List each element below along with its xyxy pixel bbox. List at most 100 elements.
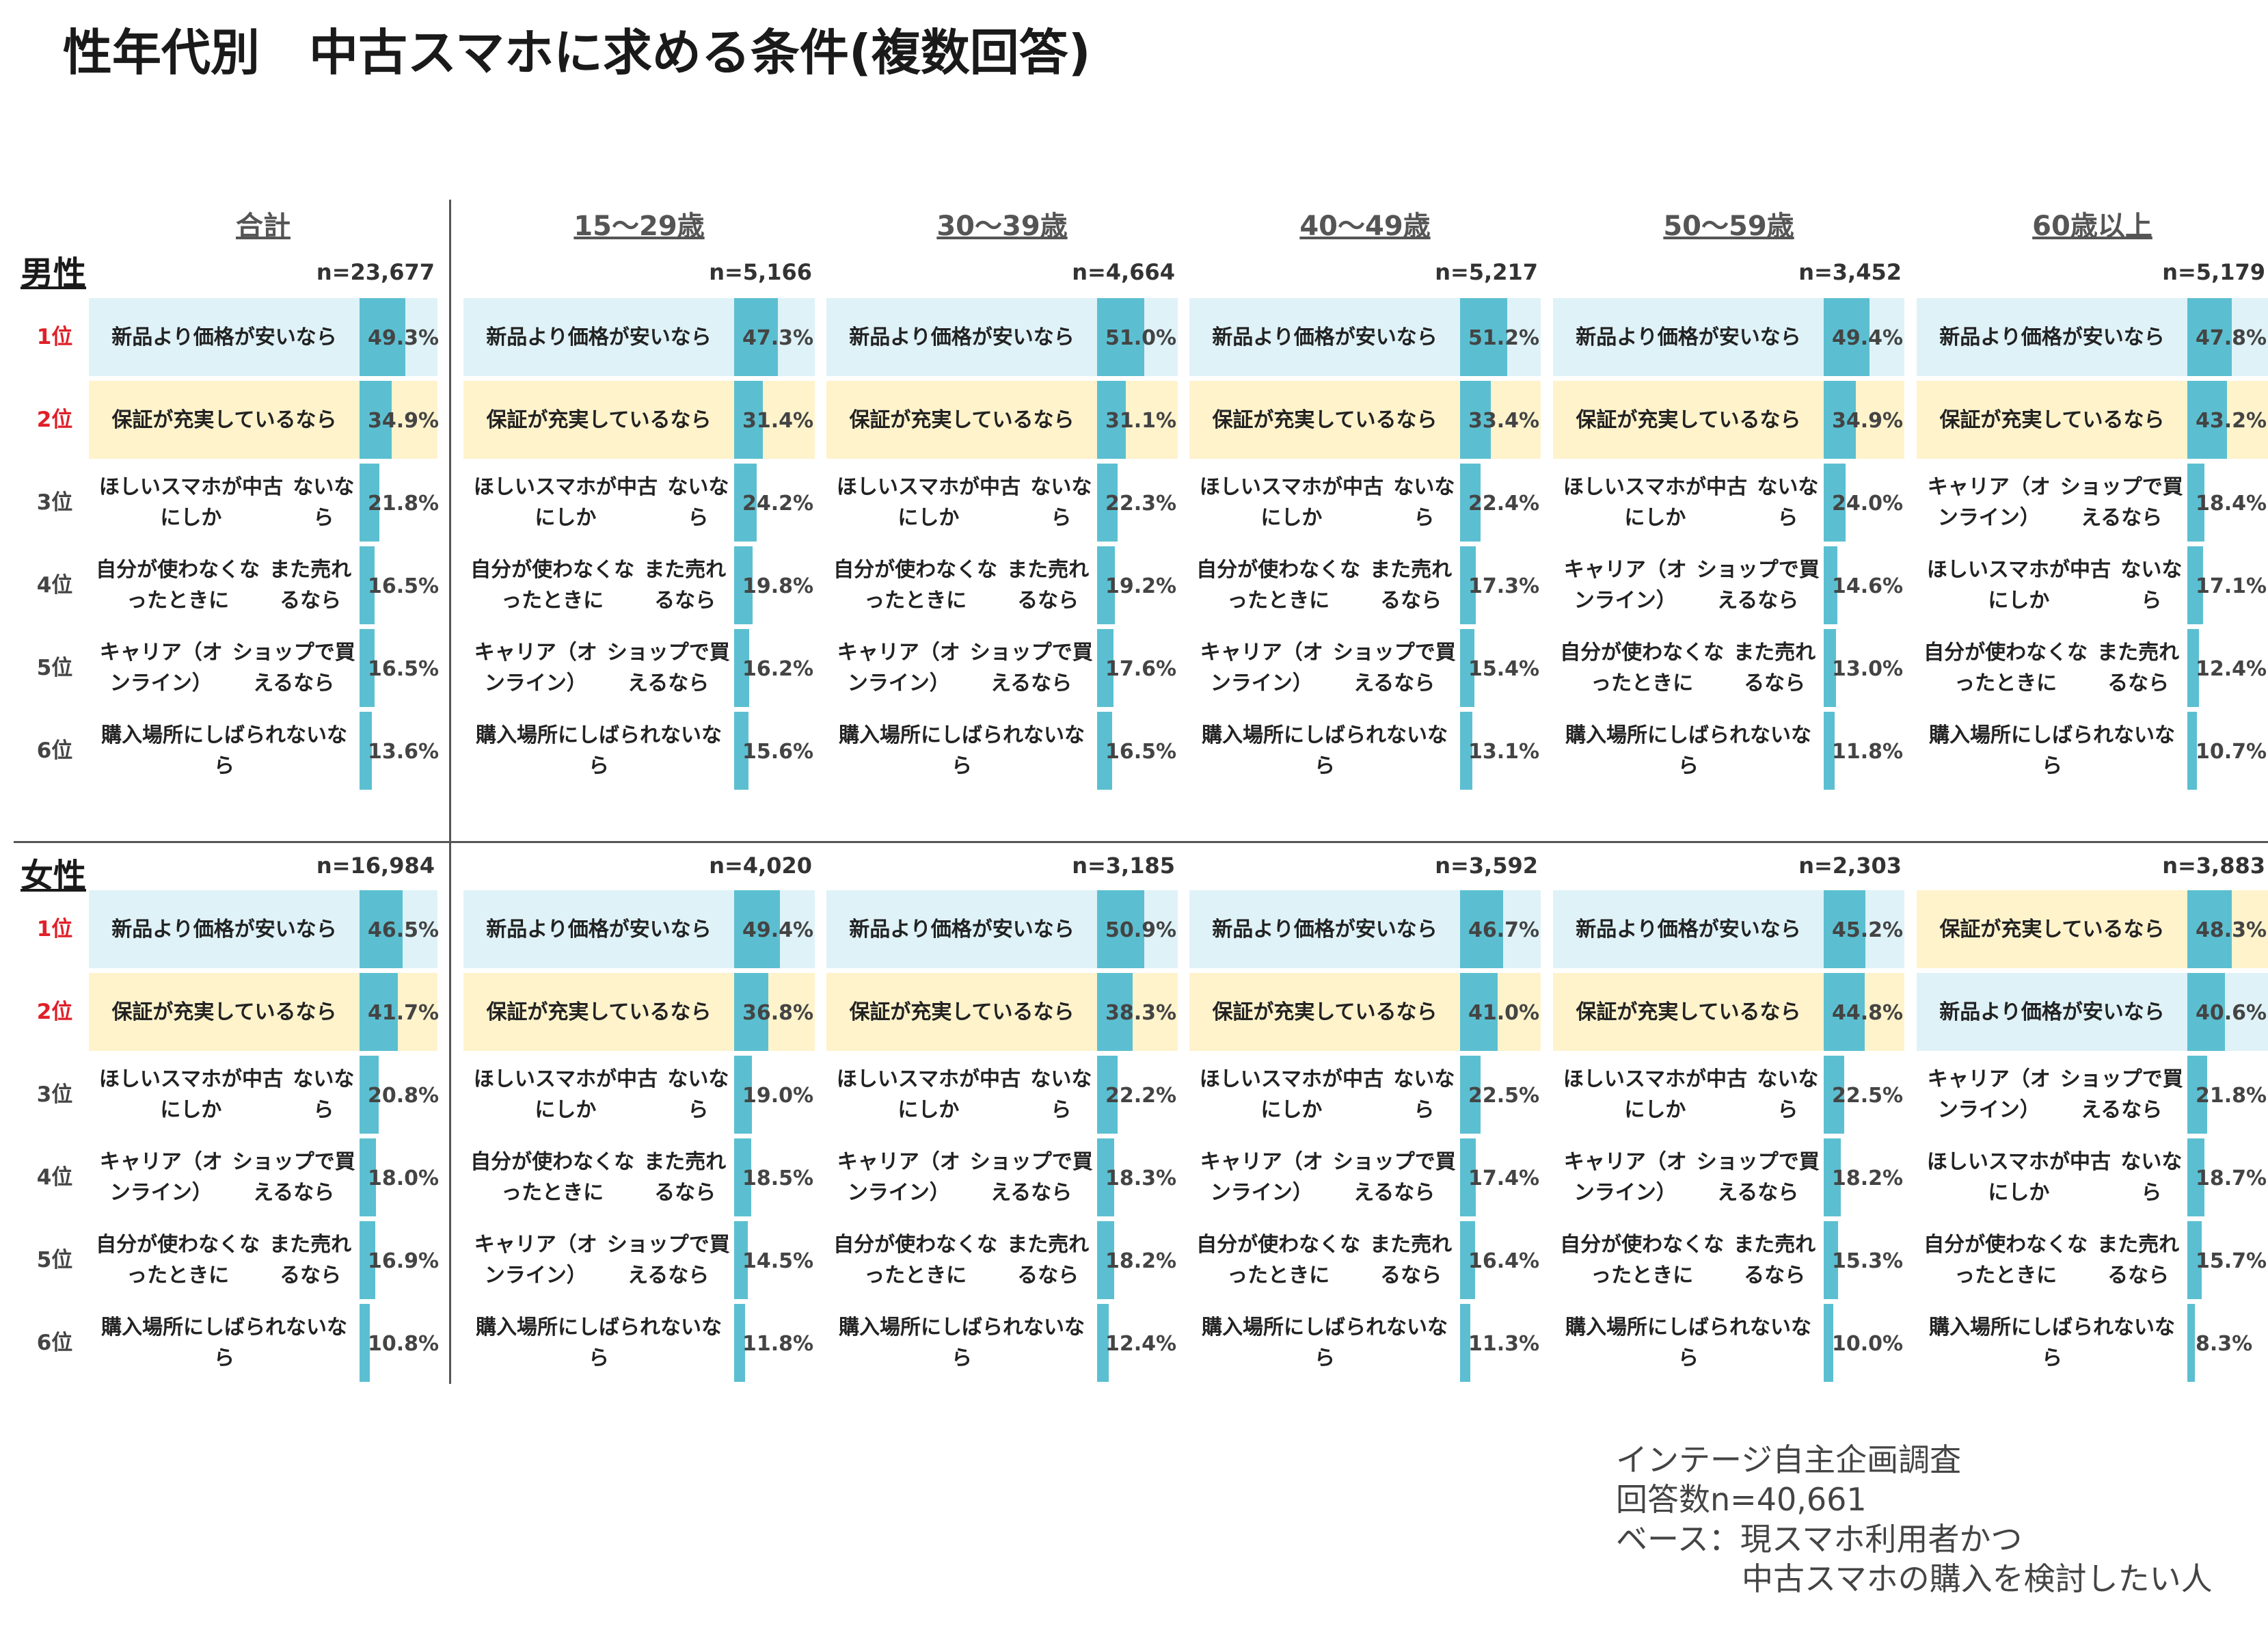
item-label-line: キャリア（オンライン） <box>474 1233 597 1287</box>
item-label-line: また売れるなら <box>1007 558 1090 613</box>
item-label-line: ショップで買えるなら <box>232 641 355 695</box>
value-label: 18.5% <box>742 1166 814 1190</box>
value-label: 18.0% <box>368 1166 440 1190</box>
item-label: 購入場所にしばられないなら <box>1202 723 1448 778</box>
rank-label: 4位 <box>36 573 73 598</box>
column-header: 40～49歳 <box>1299 211 1431 242</box>
item-label: 自分が使わなくなったときにまた売れるなら <box>826 1221 1097 1299</box>
item-label: 新品より価格が安いなら <box>111 325 337 349</box>
item-label-line: また売れるなら <box>1733 641 1816 695</box>
bar <box>1460 712 1472 790</box>
sample-size: n=4,020 <box>709 853 812 879</box>
sample-size: n=3,883 <box>2162 853 2265 879</box>
bar <box>1097 712 1113 790</box>
item-label-line: 自分が使わなくなったときに <box>1560 1233 1725 1287</box>
item-label-line: キャリア（オンライン） <box>1927 475 2051 530</box>
item-label-line: また売れるなら <box>2097 1233 2180 1287</box>
value-label: 46.7% <box>1468 918 1540 942</box>
bar <box>1460 973 1498 1051</box>
column-header: 50～59歳 <box>1663 211 1794 242</box>
value-label: 17.6% <box>1105 657 1177 681</box>
item-label: ほしいスマホが中古にしかないなら <box>1917 1138 2187 1216</box>
item-label: キャリア（オンライン）ショップで買えるなら <box>826 1138 1097 1216</box>
item-label-line: ショップで買えるなら <box>232 1150 355 1205</box>
rank-label: 1位 <box>36 917 73 942</box>
value-label: 13.6% <box>368 740 440 764</box>
item-label: 自分が使わなくなったときにまた売れるなら <box>89 1221 360 1299</box>
item-label: 購入場所にしばられないなら <box>101 723 347 778</box>
bar <box>1097 890 1144 968</box>
value-label: 18.2% <box>1105 1249 1177 1273</box>
item-label: 購入場所にしばられないなら <box>839 1316 1085 1370</box>
sample-size: n=2,303 <box>1798 853 1902 879</box>
bar <box>360 890 403 968</box>
item-label: ほしいスマホが中古にしかないなら <box>826 1056 1097 1134</box>
value-label: 11.3% <box>1468 1332 1540 1356</box>
value-label: 24.2% <box>742 492 814 516</box>
item-label-line: キャリア（オンライン） <box>837 1150 960 1205</box>
item-label: 保証が充実しているなら <box>111 1000 337 1024</box>
bar <box>734 464 757 542</box>
bar <box>734 712 749 790</box>
bar <box>360 381 392 459</box>
item-label-line: ショップで買えるなら <box>1696 1150 1820 1205</box>
item-label: 保証が充実しているなら <box>1576 408 1801 432</box>
column-divider <box>449 200 451 1384</box>
value-label: 18.4% <box>2196 492 2267 516</box>
item-label-line: ショップで買えるなら <box>969 641 1093 695</box>
item-label: キャリア（オンライン）ショップで買えるなら <box>463 629 734 707</box>
item-label-line: ないなら <box>293 1067 355 1122</box>
value-label: 43.2% <box>2196 409 2267 433</box>
value-label: 34.9% <box>1832 409 1904 433</box>
item-label-line: ほしいスマホが中古にしか <box>1926 1150 2111 1205</box>
item-label-line: 自分が使わなくなったときに <box>1923 1233 2088 1287</box>
item-label-line: 自分が使わなくなったときに <box>96 558 260 613</box>
value-label: 41.0% <box>1468 1001 1540 1025</box>
bar <box>1824 546 1837 624</box>
item-label: 購入場所にしばられないなら <box>1929 1316 2175 1370</box>
bar <box>1460 298 1508 376</box>
item-label: 新品より価格が安いなら <box>111 917 337 942</box>
item-label: 購入場所にしばられないなら <box>1565 723 1811 778</box>
item-label: 新品より価格が安いなら <box>1212 917 1437 942</box>
item-label-line: キャリア（オンライン） <box>1563 558 1687 613</box>
item-label: ほしいスマホが中古にしかないなら <box>89 1056 360 1134</box>
item-label-line: 自分が使わなくなったときに <box>1196 558 1361 613</box>
item-label: キャリア（オンライン）ショップで買えるなら <box>89 629 360 707</box>
item-label: 自分が使わなくなったときにまた売れるなら <box>1553 629 1824 707</box>
bar <box>1824 712 1835 790</box>
bar <box>734 381 764 459</box>
bar <box>1097 464 1118 542</box>
rank-label: 5位 <box>36 656 73 680</box>
value-label: 51.2% <box>1468 326 1540 350</box>
value-label: 22.5% <box>1468 1084 1540 1108</box>
item-label-line: ないなら <box>293 475 355 530</box>
item-label-line: ないなら <box>1030 475 1092 530</box>
value-label: 17.4% <box>1468 1166 1540 1190</box>
item-label: ほしいスマホが中古にしかないなら <box>1553 464 1824 542</box>
item-label: 購入場所にしばられないなら <box>839 723 1085 778</box>
value-label: 17.1% <box>2196 574 2267 598</box>
value-label: 16.9% <box>368 1249 440 1273</box>
item-label-line: キャリア（オンライン） <box>474 641 597 695</box>
bar <box>360 1221 375 1299</box>
item-label: 自分が使わなくなったときにまた売れるなら <box>1189 546 1460 624</box>
value-label: 18.7% <box>2196 1166 2267 1190</box>
value-label: 15.6% <box>742 740 814 764</box>
item-label-line: ほしいスマホが中古にしか <box>1926 558 2111 613</box>
value-label: 10.7% <box>2196 740 2267 764</box>
bar <box>2187 1138 2205 1216</box>
bar <box>734 629 749 707</box>
bar <box>1824 890 1866 968</box>
item-label-line: ショップで買えるなら <box>1332 641 1456 695</box>
survey-note-line: インテージ自主企画調査 <box>1616 1441 1962 1478</box>
item-label: 保証が充実しているなら <box>1939 917 2165 942</box>
item-label-line: キャリア（オンライン） <box>1563 1150 1687 1205</box>
item-label: 自分が使わなくなったときにまた売れるなら <box>463 1138 734 1216</box>
bar <box>1824 381 1857 459</box>
item-label: 新品より価格が安いなら <box>1576 917 1801 942</box>
item-label-line: また売れるなら <box>1370 1233 1453 1287</box>
value-label: 16.4% <box>1468 1249 1540 1273</box>
value-label: 33.4% <box>1468 409 1540 433</box>
